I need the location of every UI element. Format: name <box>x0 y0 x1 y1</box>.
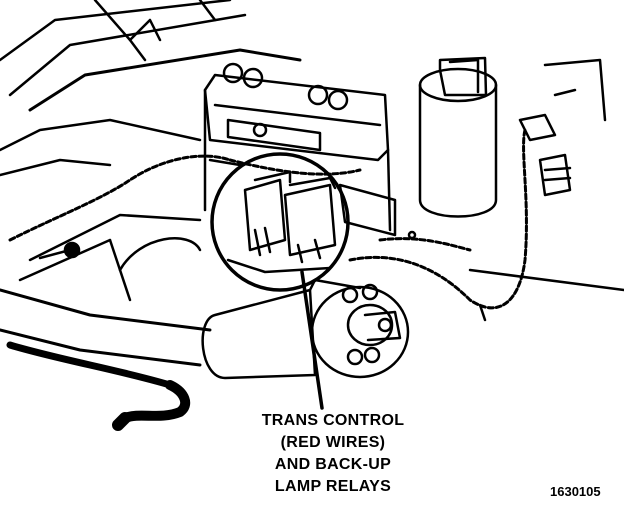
radiator-support <box>0 213 212 367</box>
relay-right <box>283 176 337 264</box>
callout-line-3: AND BACK-UP <box>274 456 392 473</box>
fender-panel <box>0 0 302 177</box>
relay-callout-label: TRANS CONTROL (RED WIRES) AND BACK-UP LA… <box>238 410 428 498</box>
relay-left <box>243 170 292 257</box>
right-bracket <box>407 58 624 322</box>
relay-detail-circle <box>210 152 350 292</box>
canister <box>418 56 498 218</box>
harness-conduit <box>6 341 191 431</box>
callout-line-2: (RED WIRES) <box>280 434 386 451</box>
wiring-harness <box>8 128 528 310</box>
ground-bolt <box>38 241 81 260</box>
figure-id: 1630105 <box>550 484 601 499</box>
callout-leader-line <box>300 270 324 410</box>
control-module <box>203 62 397 237</box>
callout-line-1: TRANS CONTROL <box>261 412 405 429</box>
callout-line-4: LAMP RELAYS <box>274 478 392 495</box>
